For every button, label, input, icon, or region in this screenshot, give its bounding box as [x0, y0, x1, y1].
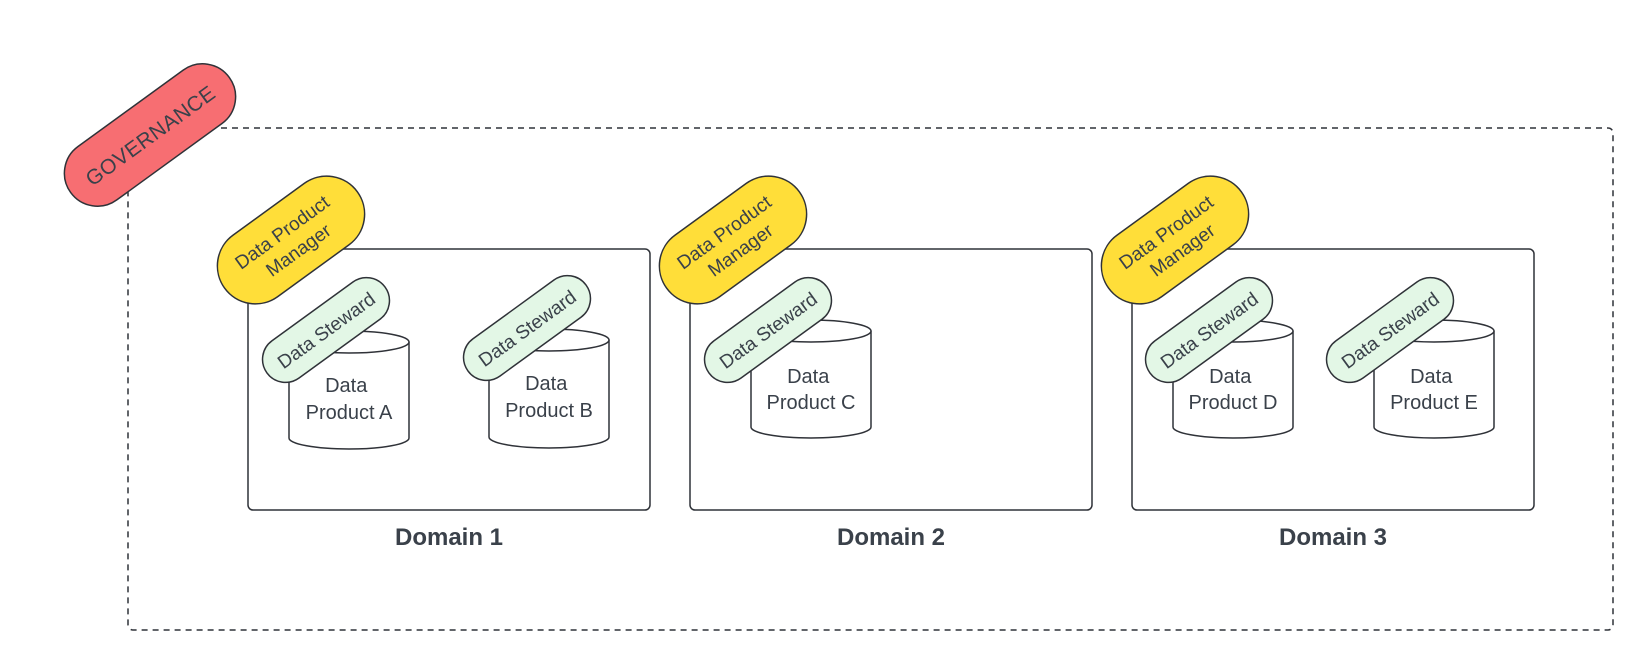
- product-name: Data Product B: [505, 373, 593, 422]
- product-name: Data Product E: [1390, 366, 1478, 414]
- steward-pill-shape: [462, 274, 592, 382]
- product-name-line-1: Data: [325, 375, 368, 397]
- steward-pill-shape: [703, 276, 833, 384]
- product-name-line-1: Data: [787, 366, 830, 388]
- governance-pill-shape: [63, 63, 237, 207]
- domain-label: Domain 2: [837, 524, 945, 551]
- product-name-line-2: Product B: [505, 400, 593, 422]
- steward-pill-shape: [1325, 276, 1455, 384]
- domain-2: Domain 2 Data Product C Data Steward Dat…: [658, 175, 1093, 551]
- steward-pill-shape: [1144, 276, 1274, 384]
- cylinder-body: [488, 340, 610, 449]
- product-name-line-2: Product C: [767, 392, 856, 414]
- cylinder-body: [750, 331, 872, 439]
- product-name-line-2: Product E: [1390, 392, 1478, 414]
- governance-pill: GOVERNANCE: [63, 63, 237, 207]
- cylinder-body: [288, 342, 410, 450]
- steward-pill-shape: [261, 276, 391, 384]
- domain-1: Domain 1 Data Product A Data Steward Dat…: [216, 175, 651, 551]
- product-name-line-2: Product D: [1189, 392, 1278, 414]
- manager-pill-shape: [216, 175, 366, 305]
- product-name-line-1: Data: [1410, 366, 1453, 388]
- product-name: Data Product D: [1189, 366, 1278, 414]
- domain-label: Domain 3: [1279, 524, 1387, 551]
- product-name-line-1: Data: [1209, 366, 1252, 388]
- product-name-line-1: Data: [525, 373, 568, 395]
- governance-boundary: [127, 127, 1614, 631]
- product-name: Data Product A: [306, 375, 393, 424]
- cylinder-body: [1373, 331, 1495, 439]
- domain-label: Domain 1: [395, 524, 503, 551]
- domain-3: Domain 3 Data Product D Data Steward Dat…: [1100, 175, 1535, 551]
- manager-pill-shape: [1100, 175, 1250, 305]
- manager-pill-shape: [658, 175, 808, 305]
- product-name-line-2: Product A: [306, 402, 393, 424]
- product-name: Data Product C: [767, 366, 856, 414]
